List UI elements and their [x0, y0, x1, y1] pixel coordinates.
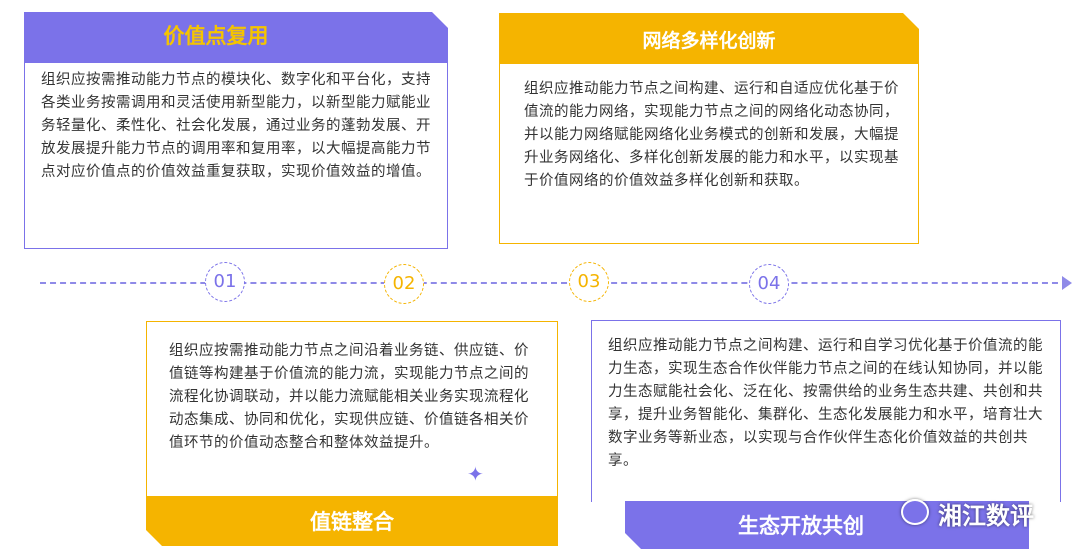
timeline-node-2-label: 02	[392, 273, 416, 294]
card-2-title: 值链整合	[310, 510, 394, 534]
banner-2-shape	[146, 496, 558, 546]
watermark-text: 湘江数评	[938, 502, 1034, 530]
card-4-title: 生态开放共创	[738, 514, 864, 538]
timeline-node-1-label: 01	[213, 271, 237, 292]
timeline-node-3-label: 03	[577, 271, 601, 292]
timeline-node-4-label: 04	[757, 273, 781, 294]
card-2-body: 组织应按需推动能力节点之间沿着业务链、供应链、价值链等构建基于价值流的能力流，实…	[169, 343, 529, 451]
card-3-title: 网络多样化创新	[642, 30, 776, 52]
card-1-title: 价值点复用	[163, 24, 269, 48]
card-1-body: 组织应按需推动能力节点的模块化、数字化和平台化，支持各类业务按需调用和灵活使用新…	[41, 72, 431, 180]
banner-1-shape	[24, 12, 448, 64]
wechat-icon	[901, 499, 929, 525]
timeline-arrow-icon	[1062, 276, 1072, 290]
banner-3-shape	[499, 13, 919, 65]
timeline-line	[40, 282, 1068, 284]
card-4-body: 组织应推动能力节点之间构建、运行和自学习优化基于价值流的能力生态，实现生态合作伙…	[608, 338, 1043, 469]
card-1-body-box: 组织应按需推动能力节点的模块化、数字化和平台化，支持各类业务按需调用和灵活使用新…	[24, 63, 448, 249]
card-2-body-box: 组织应按需推动能力节点之间沿着业务链、供应链、价值链等构建基于价值流的能力流，实…	[146, 321, 558, 497]
card-3-body-box: 组织应推动能力节点之间构建、运行和自适应优化基于价值流的能力网络，实现能力节点之…	[499, 64, 919, 244]
card-4-body-box: 组织应推动能力节点之间构建、运行和自学习优化基于价值流的能力生态，实现生态合作伙…	[591, 320, 1061, 502]
sparkle-icon: ✦	[467, 462, 484, 486]
card-3-body: 组织应推动能力节点之间构建、运行和自适应优化基于价值流的能力网络，实现能力节点之…	[524, 81, 899, 189]
